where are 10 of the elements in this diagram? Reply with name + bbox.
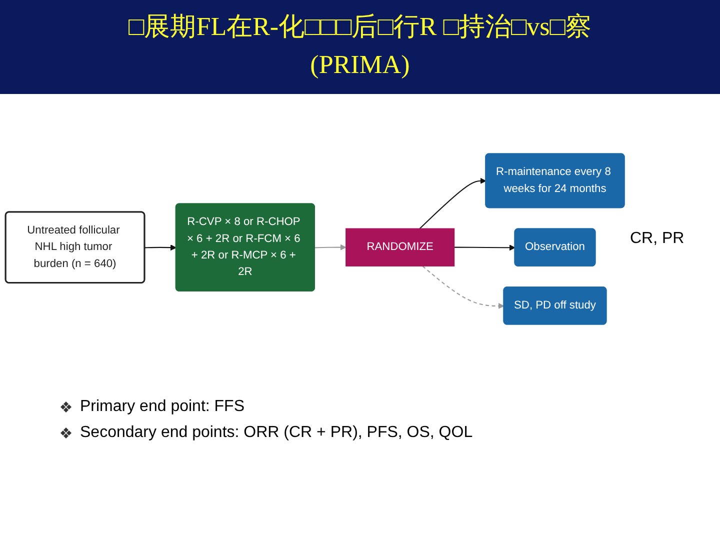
arrow [419,178,486,229]
node-box: RANDOMIZE [346,228,455,266]
slide-title: □展期FL在R-化□□□后□行R □持治□vs□察(PRIMA) [0,0,720,94]
arrow [314,244,346,250]
bullet-note: Secondary end points: ORR (CR + PR), PFS, OS, QOL [80,424,473,442]
response-label: CR, PR [630,230,684,248]
arrow [144,244,176,251]
bullet-note: Primary end point: FFS [80,398,244,416]
arrow [422,266,504,310]
arrow [454,244,516,251]
